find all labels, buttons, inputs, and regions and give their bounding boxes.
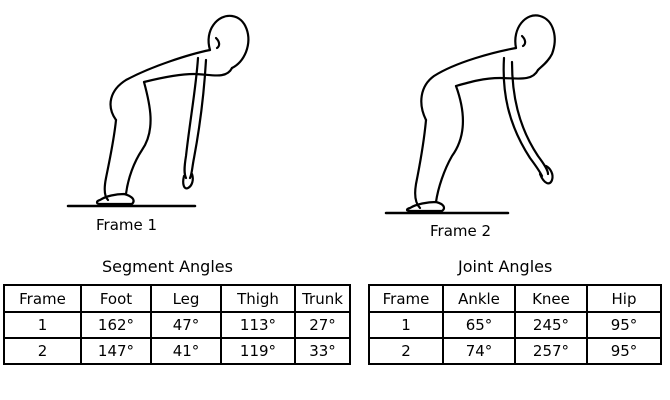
back [109, 48, 212, 122]
table-row: 1 65° 245° 95° [368, 311, 662, 339]
hand [182, 172, 194, 190]
head [207, 14, 250, 70]
column-header: Leg [150, 284, 222, 313]
rear-leg [103, 118, 118, 202]
table-cell: 2 [3, 337, 82, 365]
head [514, 14, 556, 72]
table-row: 1 162° 47° 113° 27° [3, 311, 351, 339]
column-header: Knee [514, 284, 588, 313]
arm [502, 56, 544, 178]
table-header-row: Frame Foot Leg Thigh Trunk [3, 284, 351, 313]
segment-angles-table: Frame Foot Leg Thigh Trunk 1 162° 47° 11… [3, 284, 351, 365]
table-cell: 147° [80, 337, 152, 365]
rear-leg [414, 118, 428, 210]
frame1-figure [66, 14, 250, 208]
table-cell: 245° [514, 311, 588, 339]
table-cell: 47° [150, 311, 222, 339]
table-cell: 162° [80, 311, 152, 339]
table-cell: 27° [294, 311, 351, 339]
table-row: 2 74° 257° 95° [368, 337, 662, 365]
torso-front [454, 68, 540, 88]
column-header: Trunk [294, 284, 351, 313]
column-header: Foot [80, 284, 152, 313]
table-header-row: Frame Ankle Knee Hip [368, 284, 662, 313]
arm [183, 56, 200, 180]
joint-angles-table: Frame Ankle Knee Hip 1 65° 245° 95° 2 74… [368, 284, 662, 365]
foot [405, 200, 446, 213]
column-header: Hip [586, 284, 662, 313]
column-header: Frame [368, 284, 444, 313]
table-cell: 95° [586, 337, 662, 365]
table-cell: 119° [220, 337, 296, 365]
table-cell: 2 [368, 337, 444, 365]
front-leg [124, 80, 152, 196]
column-header: Ankle [442, 284, 516, 313]
table-cell: 33° [294, 337, 351, 365]
table-cell: 113° [220, 311, 296, 339]
table-cell: 257° [514, 337, 588, 365]
frame2-caption: Frame 2 [430, 222, 492, 240]
joint-angles-title: Joint Angles [458, 257, 553, 276]
table-cell: 1 [3, 311, 82, 339]
frame1-caption: Frame 1 [96, 216, 158, 234]
foot [95, 192, 135, 206]
table-cell: 65° [442, 311, 516, 339]
table-cell: 1 [368, 311, 444, 339]
back [420, 46, 518, 122]
table-row: 2 147° 41° 119° 33° [3, 337, 351, 365]
front-leg [434, 84, 464, 204]
torso-front [142, 66, 234, 84]
table-cell: 95° [586, 311, 662, 339]
table-cell: 74° [442, 337, 516, 365]
table-cell: 41° [150, 337, 222, 365]
segment-angles-title: Segment Angles [102, 257, 233, 276]
hand [538, 164, 554, 185]
column-header: Thigh [220, 284, 296, 313]
column-header: Frame [3, 284, 82, 313]
frame2-figure [384, 14, 556, 215]
